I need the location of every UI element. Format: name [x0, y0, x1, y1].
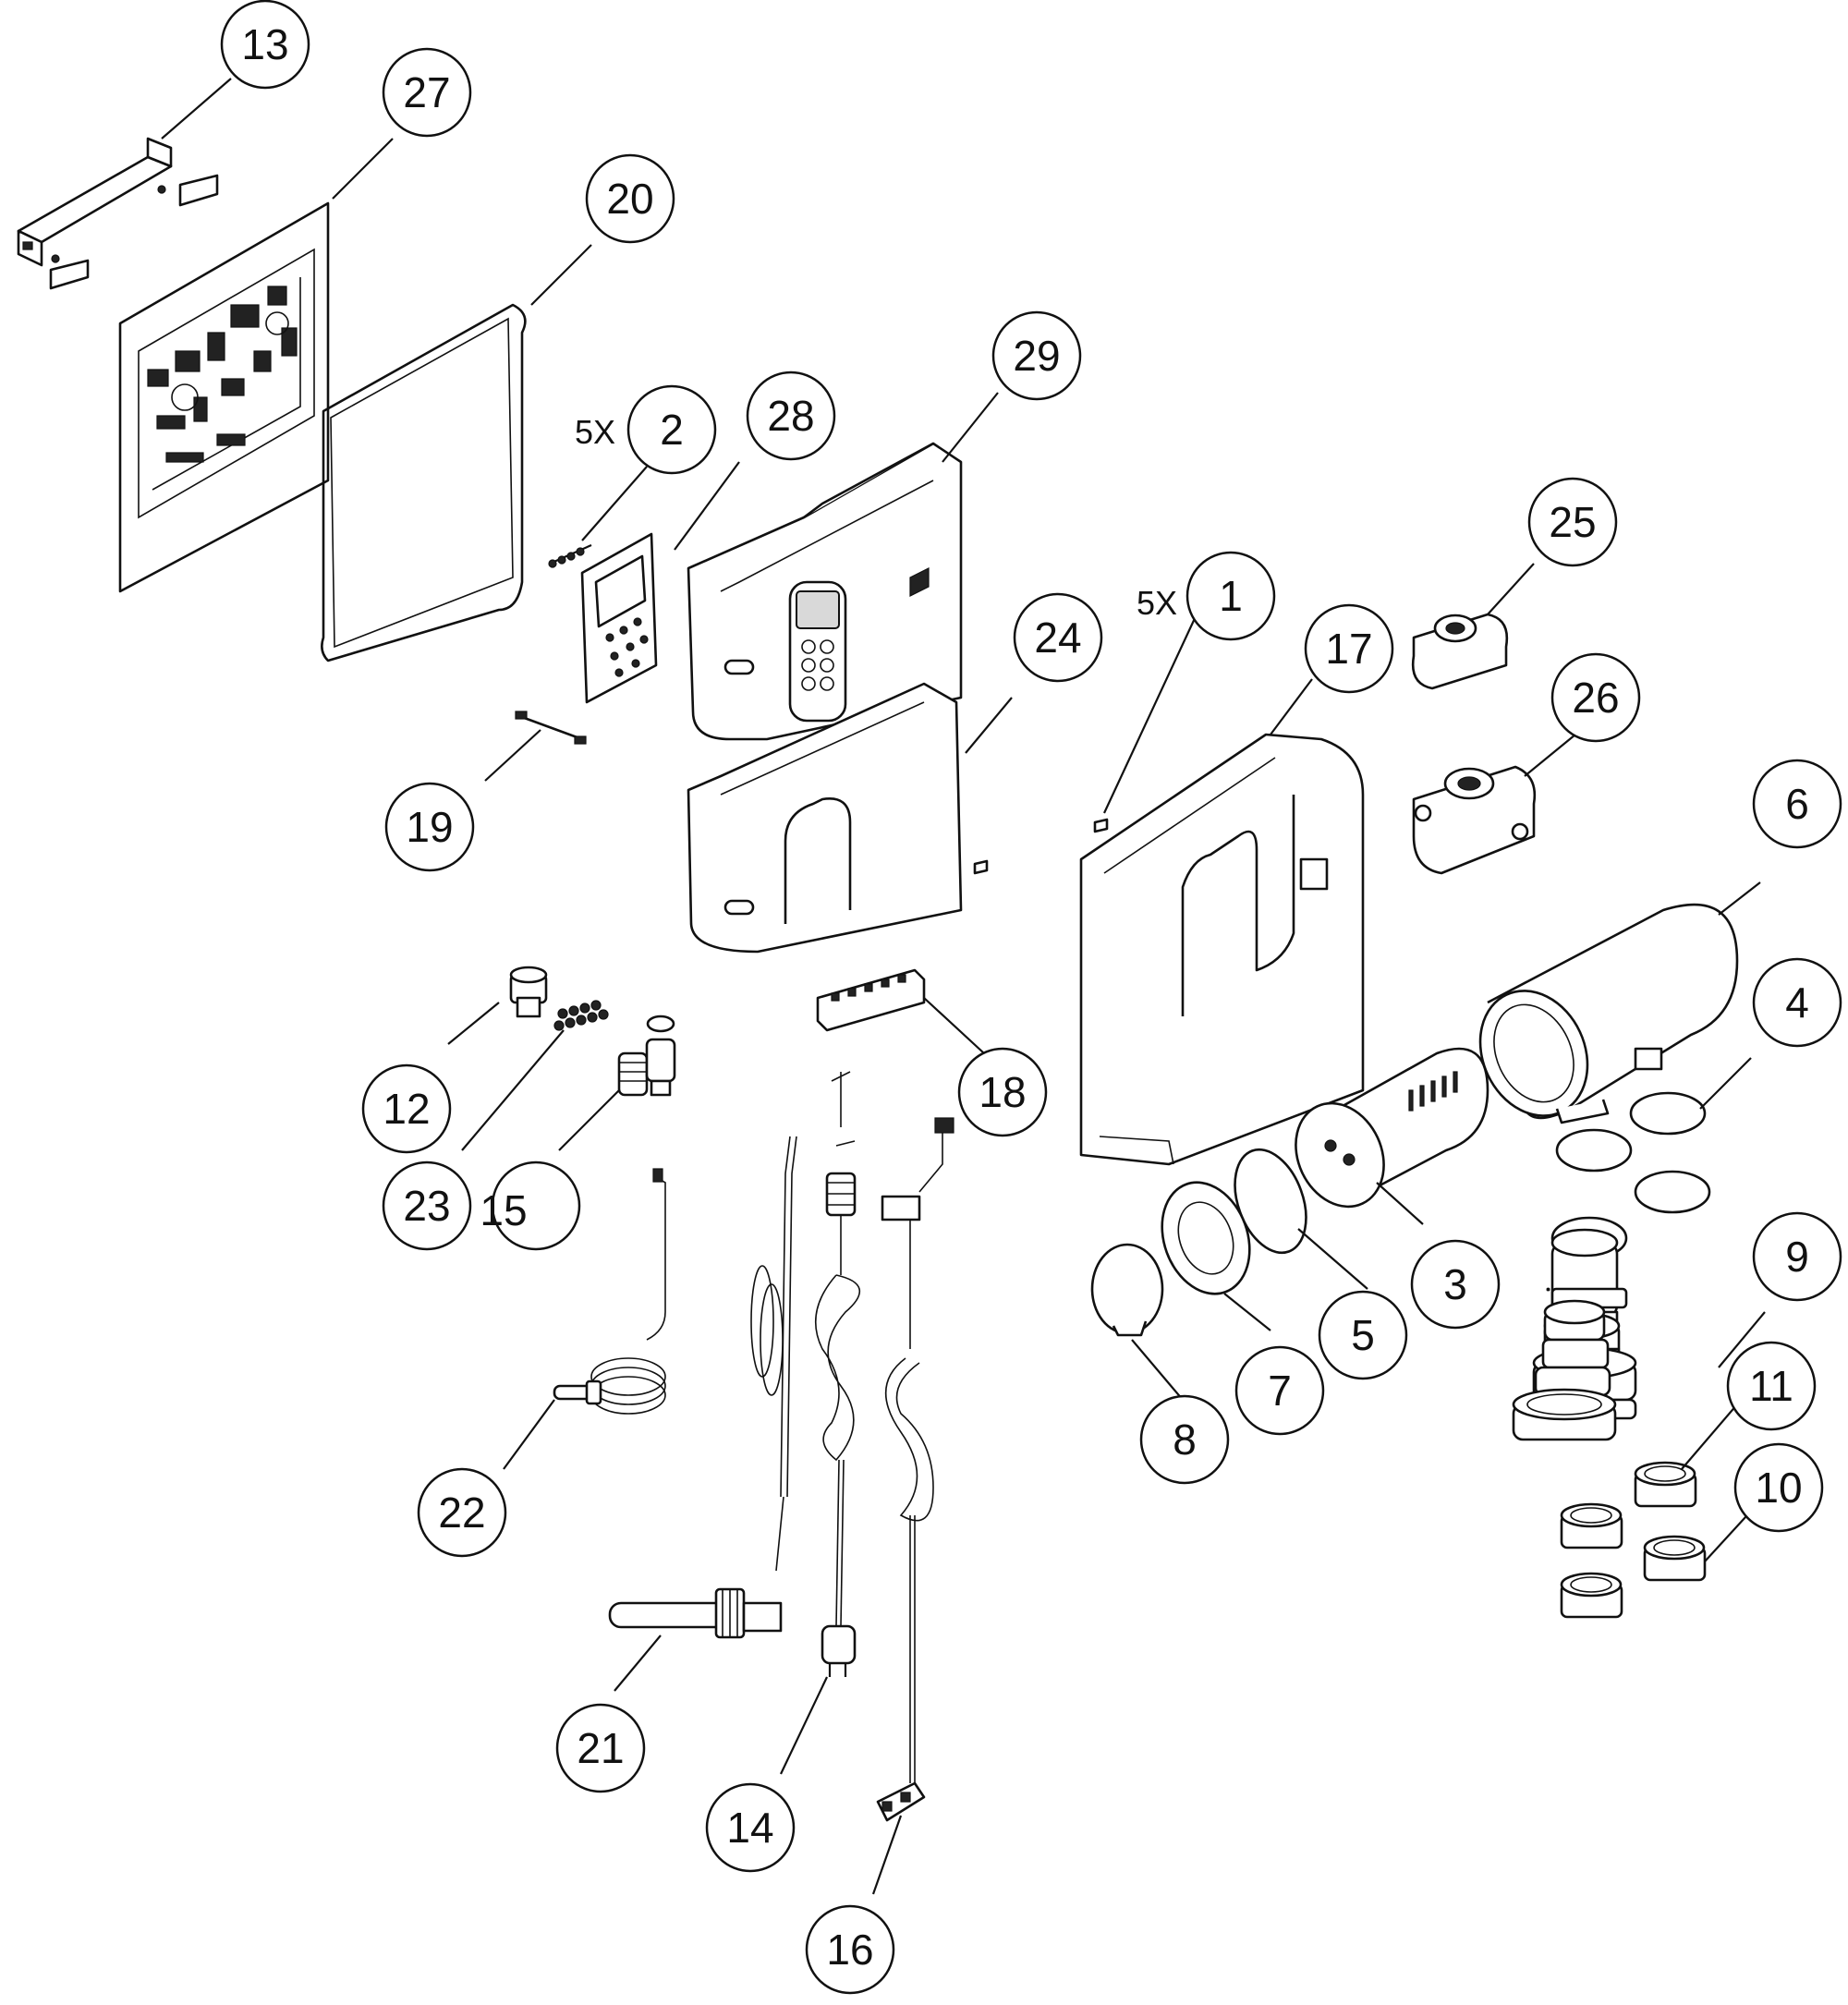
leader-lines [161, 78, 1766, 1895]
svg-text:9: 9 [1785, 1233, 1809, 1281]
callout-23: 23 [382, 1160, 472, 1251]
callout-9: 9 [1752, 1211, 1842, 1302]
callout-5: 5 [1318, 1290, 1408, 1380]
callout-14: 14 [705, 1782, 796, 1873]
part-17-back-housing [1079, 733, 1365, 1166]
callout-15: 15 [480, 1160, 581, 1251]
callout-20: 20 [585, 153, 675, 244]
part-20-gasket [321, 303, 527, 662]
svg-text:26: 26 [1572, 674, 1619, 722]
svg-text:4: 4 [1785, 978, 1809, 1027]
part-3-electrode [1295, 1047, 1489, 1209]
part-screw-small [973, 859, 989, 875]
svg-text:15: 15 [480, 1186, 527, 1234]
svg-text:10: 10 [1755, 1464, 1802, 1512]
svg-text:25: 25 [1549, 498, 1596, 546]
svg-text:5: 5 [1351, 1311, 1375, 1359]
callout-1-quantity: 5X [1137, 584, 1177, 622]
part-10-bushings [1560, 1535, 1707, 1619]
callout-6: 6 [1752, 759, 1842, 849]
svg-text:22: 22 [438, 1489, 485, 1537]
callout-11: 11 [1726, 1341, 1817, 1431]
svg-text:19: 19 [406, 803, 453, 851]
callout-3: 3 [1410, 1239, 1501, 1330]
svg-text:13: 13 [241, 20, 288, 68]
part-27-circuit-board-plate [118, 201, 330, 593]
svg-text:27: 27 [403, 68, 450, 116]
part-19-connector [515, 711, 587, 745]
callout-27: 27 [382, 47, 472, 138]
callout-25: 25 [1527, 477, 1618, 567]
callout-29: 29 [991, 310, 1082, 401]
svg-text:3: 3 [1443, 1260, 1467, 1308]
callout-28: 28 [746, 371, 836, 461]
part-9-union-fittings-left [1512, 1299, 1617, 1441]
svg-text:2: 2 [660, 406, 684, 454]
svg-text:6: 6 [1785, 780, 1809, 828]
part-18-terminal-block [816, 968, 926, 1032]
callout-8: 8 [1139, 1394, 1230, 1485]
callout-16: 16 [805, 1904, 895, 1995]
part-6-cell-body [1478, 903, 1739, 1124]
svg-text:16: 16 [826, 1926, 873, 1974]
part-7-locking-ring [1161, 1181, 1251, 1295]
svg-text:23: 23 [403, 1182, 450, 1230]
callout-17: 17 [1304, 603, 1394, 694]
svg-text:20: 20 [606, 175, 653, 223]
svg-text:21: 21 [577, 1724, 624, 1772]
part-26-pipe-saddle [1412, 765, 1537, 875]
svg-text:12: 12 [383, 1085, 430, 1133]
svg-text:18: 18 [979, 1068, 1026, 1116]
svg-text:29: 29 [1013, 332, 1060, 380]
svg-text:14: 14 [726, 1804, 773, 1852]
callout-2: 2 [626, 384, 717, 475]
callout-22: 22 [417, 1467, 507, 1558]
part-23-nuts [553, 1000, 609, 1031]
callout-2-quantity: 5X [575, 413, 615, 451]
part-union-left [1546, 1287, 1550, 1292]
part-25-pipe-saddle [1411, 613, 1509, 690]
part-13-wall-bracket [17, 137, 219, 290]
svg-text:7: 7 [1268, 1367, 1292, 1415]
callout-12: 12 [361, 1063, 452, 1154]
callout-10: 10 [1733, 1442, 1824, 1533]
callout-18: 18 [957, 1047, 1048, 1137]
svg-text:17: 17 [1325, 625, 1372, 673]
callout-24: 24 [1013, 592, 1103, 683]
svg-text:8: 8 [1173, 1416, 1197, 1464]
callout-4: 4 [1752, 957, 1842, 1048]
part-11-bushings [1560, 1461, 1697, 1549]
callout-21: 21 [555, 1703, 646, 1793]
callout-13: 13 [220, 0, 310, 90]
part-28-display-board [580, 532, 658, 704]
callout-26: 26 [1550, 652, 1641, 743]
svg-text:28: 28 [767, 392, 814, 440]
part-29-front-cover [687, 442, 963, 741]
svg-text:24: 24 [1034, 614, 1081, 662]
part-16-cell-cable [876, 1117, 954, 1822]
callout-1: 1 [1185, 551, 1276, 641]
part-14-power-cord [815, 1071, 861, 1677]
part-15-cable-glands [617, 1015, 676, 1097]
part-12-cable-gland [509, 966, 548, 1018]
part-24-lower-cover [687, 682, 963, 954]
callout-7: 7 [1234, 1345, 1325, 1436]
part-2-screws [548, 543, 592, 568]
part-1-screws [1093, 818, 1109, 833]
callout-19: 19 [384, 782, 475, 872]
part-22-temperature-probe [553, 1168, 666, 1415]
svg-text:11: 11 [1749, 1362, 1793, 1410]
part-4-o-rings [1550, 1091, 1711, 1260]
part-8-cap [1090, 1243, 1164, 1337]
svg-text:1: 1 [1219, 572, 1243, 620]
part-21-flow-sensor [608, 1136, 797, 1639]
